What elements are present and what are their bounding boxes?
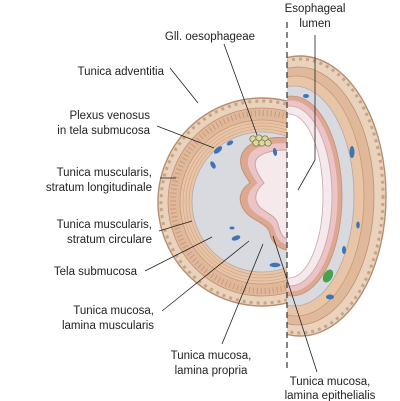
label-mucosa-epithelialis-line1: Tunica mucosa, [290,376,371,388]
label-muscularis-circulare-line1: Tunica muscularis, [57,219,152,231]
right-adventitia-scallop [287,57,385,335]
right-vein-1 [349,146,355,158]
leader-lamina-muscularis [161,240,250,312]
circular-fiber-1 [182,122,287,282]
labels: Gll. oesophageae Esophageal lumen Tunica… [46,3,376,401]
submucosal-vein-2 [226,140,234,146]
label-plexus-venosus-line2: in tela submucosa [57,125,150,137]
label-mucosa-propria-line1: Tunica mucosa, [171,350,252,362]
submucosal-vein-5 [231,235,241,241]
label-mucosa-epithelialis-line2: lamina epithelialis [285,390,376,401]
right-vein-5 [356,221,360,229]
label-tunica-adventitia: Tunica adventitia [77,66,164,78]
gll-oesophageae-cluster [249,134,272,147]
left-schematic-half [157,97,287,307]
circular-fiber-2 [185,125,287,279]
leader-lamina-epithelialis [272,235,318,373]
label-muscularis-longitudinale-line2: stratum longitudinale [46,182,152,194]
label-mucosa-muscularis-line1: Tunica mucosa, [73,305,154,317]
right-realistic-half [287,55,387,337]
leader-lines [144,35,318,373]
label-tela-submucosa: Tela submucosa [54,266,138,278]
label-plexus-venosus-line1: Plexus venosus [69,110,150,122]
label-muscularis-longitudinale-line1: Tunica muscularis, [57,167,152,179]
submucosal-vein-7 [229,226,235,230]
label-gll-oesophageae: Gll. oesophageae [165,31,255,43]
adventitia-scallop-edge [159,99,287,305]
leader-circulare [158,220,193,232]
label-mucosa-propria-line2: lamina propria [175,365,248,377]
right-gland-green [322,269,334,283]
right-vein-2 [342,246,346,254]
leader-lamina-propria [221,243,264,345]
label-mucosa-muscularis-line2: lamina muscularis [62,320,154,332]
label-esophageal-lumen-line2: lumen [299,18,330,30]
leader-lumen [297,35,316,191]
circular-fiber-3 [188,128,287,276]
leader-adventitia [169,67,199,104]
label-muscularis-circulare-line2: stratum circulare [67,234,152,246]
label-esophageal-lumen-line1: Esophageal [285,3,346,15]
submucosal-vein-3 [210,161,216,169]
leader-gll [223,43,258,136]
right-vein-3 [303,94,309,98]
leader-plexus [156,125,215,149]
submucosal-vein-6 [269,262,281,268]
submucosal-vein-4 [272,148,278,156]
right-vein-4 [326,294,334,300]
epithelium-fold [254,149,287,240]
submucosal-vein-1 [213,146,223,154]
right-lumen [287,113,324,279]
leader-tela [144,236,213,272]
